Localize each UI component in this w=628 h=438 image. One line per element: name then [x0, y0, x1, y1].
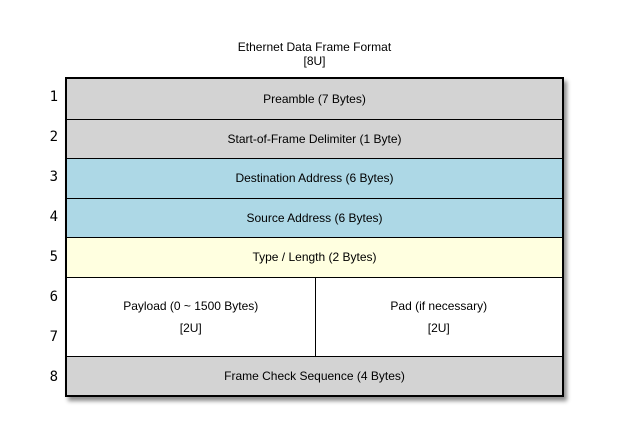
cell-payload: Payload (0 ~ 1500 Bytes) [2U]: [67, 278, 315, 356]
row-sfd-label: Start-of-Frame Delimiter (1 Byte): [227, 131, 402, 146]
row-number-column: 1 2 3 4 5 6 7 8: [24, 77, 58, 397]
row-preamble-label: Preamble (7 Bytes): [263, 91, 366, 106]
row-number-1: 1: [49, 89, 58, 105]
ethernet-frame-table: Preamble (7 Bytes) Start-of-Frame Delimi…: [65, 77, 564, 397]
diagram-title: Ethernet Data Frame Format: [237, 40, 392, 54]
row-source-address-label: Source Address (6 Bytes): [246, 210, 383, 225]
row-number-6: 6: [49, 289, 58, 305]
cell-pad-units: [2U]: [427, 320, 450, 335]
cell-payload-label: Payload (0 ~ 1500 Bytes): [123, 298, 259, 313]
cell-payload-units: [2U]: [179, 320, 202, 335]
row-sfd: Start-of-Frame Delimiter (1 Byte): [67, 118, 562, 158]
row-number-7: 7: [49, 329, 58, 345]
row-number-2: 2: [49, 129, 58, 145]
row-number-8: 8: [49, 369, 58, 385]
row-number-5: 5: [49, 249, 58, 265]
cell-pad: Pad (if necessary) [2U]: [314, 277, 563, 356]
row-number-3: 3: [49, 169, 58, 185]
row-frame-check-sequence: Frame Check Sequence (4 Bytes): [67, 355, 562, 395]
diagram-header: Ethernet Data Frame Format [8U]: [65, 40, 564, 68]
row-frame-check-sequence-label: Frame Check Sequence (4 Bytes): [224, 368, 405, 383]
row-number-4: 4: [49, 209, 58, 225]
row-source-address: Source Address (6 Bytes): [67, 197, 562, 237]
cell-pad-label: Pad (if necessary): [390, 298, 488, 313]
row-payload-pad: Payload (0 ~ 1500 Bytes) [2U] Pad (if ne…: [67, 276, 563, 356]
row-preamble: Preamble (7 Bytes): [67, 79, 562, 119]
row-type-length: Type / Length (2 Bytes): [67, 237, 562, 277]
diagram-subtitle: [8U]: [303, 54, 326, 68]
row-destination-address: Destination Address (6 Bytes): [67, 158, 562, 198]
row-destination-address-label: Destination Address (6 Bytes): [235, 171, 394, 186]
row-type-length-label: Type / Length (2 Bytes): [252, 250, 377, 265]
